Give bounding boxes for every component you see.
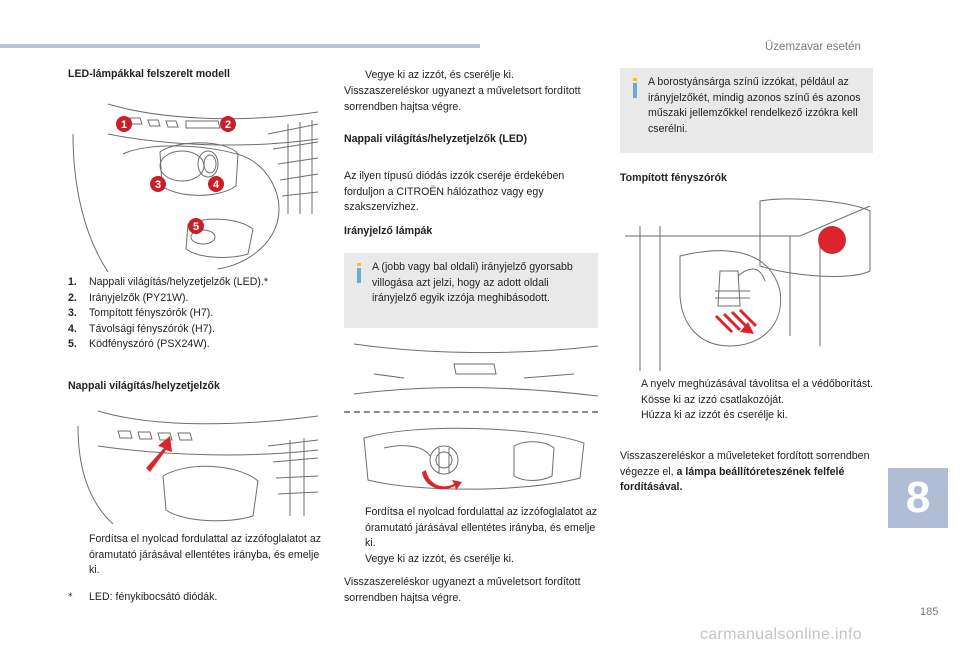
callout-5: 5 (193, 221, 199, 233)
list-item: 2.Irányjelzők (PY21W). (68, 291, 189, 304)
turn-signal-title: Irányjelző lámpák (344, 225, 433, 237)
drl-led-text: Az ilyen típusú diódás izzók cseréje érd… (344, 170, 565, 213)
list-item: Kösse ki az izzó csatlakozóját. (620, 393, 876, 409)
callout-2: 2 (225, 119, 231, 131)
bold-instruction: a lámpa beállítóreteszének felfelé fordí… (620, 465, 845, 494)
bullet-icon (344, 505, 365, 552)
turn-bulb-steps: Fordítsa el nyolcad fordulattal az izzóf… (344, 505, 600, 567)
list-item: 1.Nappali világítás/helyzetjelzők (LED).… (68, 276, 268, 288)
cover-marker (818, 226, 846, 254)
bullet-icon (620, 393, 641, 409)
callout-1: 1 (121, 119, 127, 131)
low-beam-title: Tompított fényszórók (620, 172, 727, 184)
rotate-arrow-icon (422, 470, 462, 490)
turn-signal-illustration (353, 343, 598, 397)
pull-direction-marks (714, 308, 758, 334)
callout-4: 4 (213, 179, 220, 191)
callout-3: 3 (155, 179, 161, 191)
drl-title: Nappali világítás/helyzetjelzők (68, 380, 220, 392)
led-model-title: LED-lámpákkal felszerelt modell (68, 68, 230, 80)
bullet-icon (620, 377, 641, 393)
turn-bulb-figure (344, 418, 598, 498)
reassembly-note-bottom: Visszaszereléskor ugyanezt a műveletsort… (344, 576, 581, 604)
arrow-icon (146, 436, 172, 472)
low-beam-steps: A nyelv meghúzásával távolítsa el a védő… (620, 377, 876, 424)
footnote: * LED: fénykibocsátó diódák. (68, 591, 218, 603)
list-item: Fordítsa el nyolcad fordulattal az izzóf… (344, 505, 600, 552)
drl-led-title: Nappali világítás/helyzetjelzők (LED) (344, 133, 528, 145)
info-icon (353, 263, 365, 283)
callout-2-circle (220, 116, 236, 132)
list-item: Húzza ki az izzót és cserélje ki. (620, 408, 876, 424)
turn-signal-figure (344, 334, 598, 409)
drl-instruction: Fordítsa el nyolcad fordulattal az izzóf… (68, 532, 330, 579)
divider (344, 411, 598, 413)
low-beam-reassembly: Visszaszereléskor a műveleteket fordítot… (620, 450, 870, 494)
low-beam-illustration (625, 198, 871, 371)
header-bar (0, 44, 480, 48)
bullet-icon (620, 408, 641, 424)
list-item: 4.Távolsági fényszórók (H7). (68, 322, 215, 335)
led-headlight-illustration: 1 2 3 4 5 (72, 103, 319, 272)
drl-illustration (77, 410, 319, 525)
list-item: A nyelv meghúzásával távolítsa el a védő… (620, 377, 876, 393)
callout-5-circle (188, 218, 204, 234)
bullet-icon (344, 68, 365, 84)
info-icon (629, 78, 641, 98)
section-title: Üzemzavar esetén (765, 41, 861, 53)
turn-signal-info-box: A (jobb vagy bal oldali) irányjelző gyor… (344, 253, 598, 328)
remove-bulb-step: Vegye ki az izzót, és cserélje ki. (344, 68, 600, 84)
arrow-icon (740, 322, 754, 334)
page-number: 185 (920, 606, 939, 618)
drl-figure (68, 406, 322, 526)
list-item: Vegye ki az izzót, és cserélje ki. (344, 552, 600, 568)
turn-bulb-illustration (363, 427, 585, 490)
amber-bulb-info-box: A borostyánsárga színű izzókat, például … (620, 68, 873, 153)
chapter-tab: 8 (888, 468, 948, 528)
bullet-icon (344, 552, 365, 568)
callout-3-circle (150, 176, 166, 192)
callout-markers: 1 2 3 4 5 (116, 116, 236, 234)
list-item: 5.Ködfényszóró (PSX24W). (68, 338, 210, 350)
led-headlight-figure: 1 2 3 4 5 (68, 94, 322, 272)
watermark: carmanualsonline.info (700, 626, 862, 643)
bullet-icon (68, 532, 89, 579)
list-item: 3.Tompított fényszórók (H7). (68, 307, 214, 319)
bulb-list: 1.Nappali világítás/helyzetjelzők (LED).… (68, 275, 338, 353)
reassembly-note: Visszaszereléskor ugyanezt a műveletsort… (344, 85, 581, 113)
callout-1-circle (116, 116, 132, 132)
low-beam-figure (620, 196, 874, 371)
callout-4-circle (208, 176, 224, 192)
